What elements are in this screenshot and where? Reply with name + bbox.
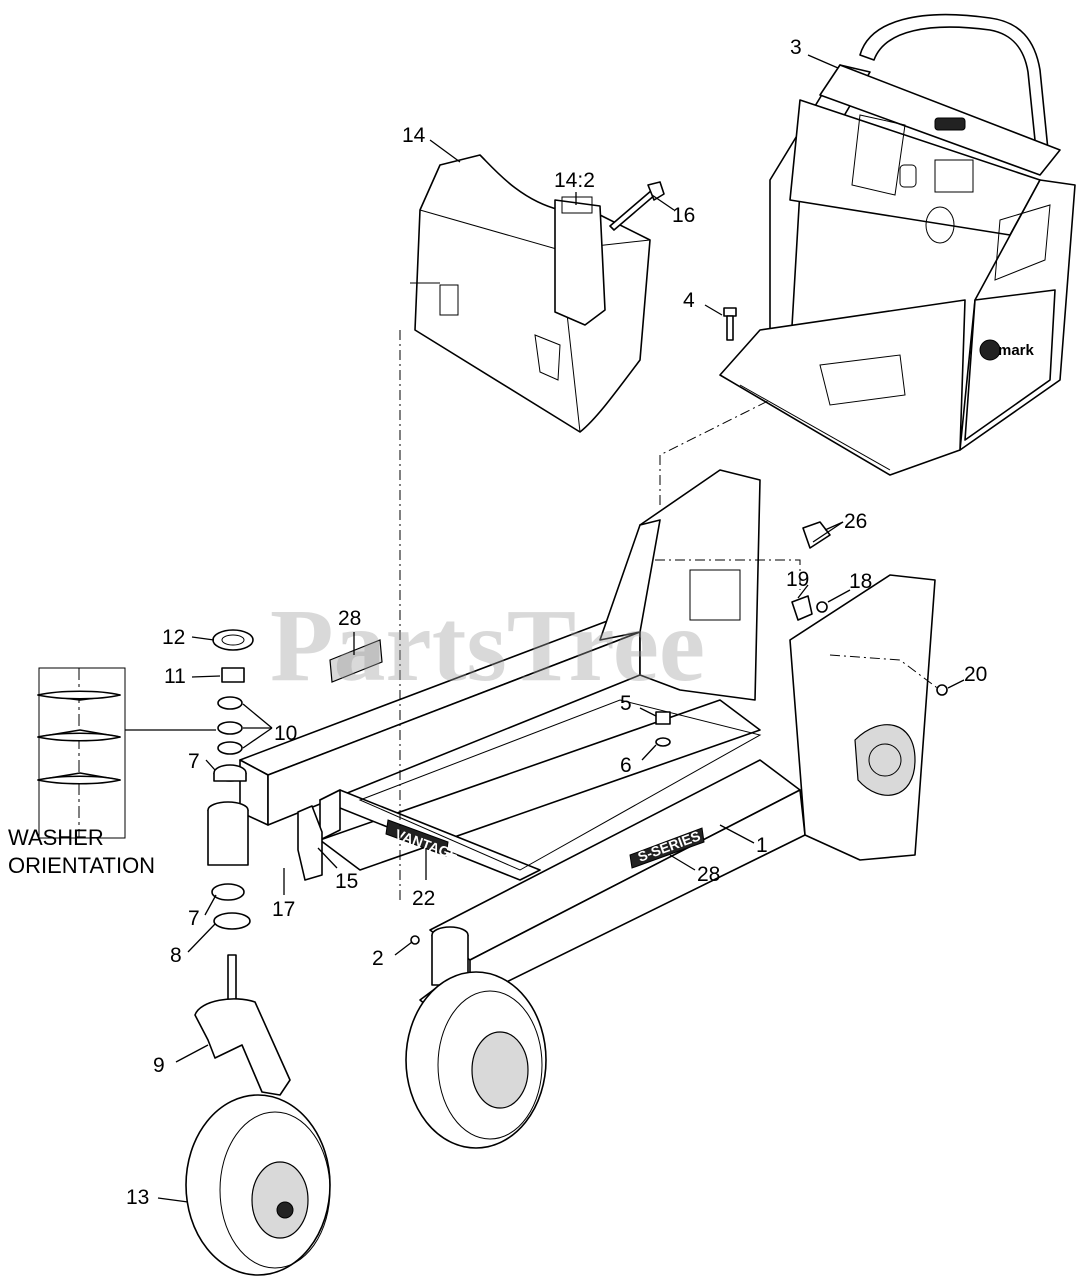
callout-17: 17: [272, 898, 295, 921]
callout-13: 13: [126, 1186, 149, 1209]
callout-12: 12: [162, 626, 185, 649]
assembly-lines: [399, 330, 941, 900]
washer-6: [655, 737, 671, 747]
callout-7-lower: 7: [188, 907, 200, 930]
bracket-26: [802, 521, 831, 549]
callout-28-top: 28: [338, 607, 361, 630]
washer-orientation-line1: WASHER: [8, 825, 104, 850]
callout-18: 18: [849, 570, 872, 593]
callout-26: 26: [844, 510, 867, 533]
callout-28-bottom: 28: [697, 863, 720, 886]
callout-15: 15: [335, 870, 358, 893]
callout-14: 14: [402, 124, 426, 147]
front-caster-wheel: [405, 971, 547, 1149]
callout-4: 4: [683, 289, 695, 312]
washer-orientation-inset: WASHER ORIENTATION: [8, 667, 155, 878]
clamp-18-19: [791, 595, 828, 621]
callout-1: 1: [756, 834, 768, 857]
brand-decal: mark: [998, 342, 1035, 359]
callout-2: 2: [372, 947, 384, 970]
callout-6: 6: [620, 754, 632, 777]
control-tower: mark: [719, 13, 1076, 476]
callout-19: 19: [786, 568, 809, 591]
callout-10: 10: [274, 722, 297, 745]
side-cover: [410, 154, 651, 433]
washer-orientation-line2: ORIENTATION: [8, 853, 155, 878]
callout-9: 9: [153, 1054, 165, 1077]
bolt-4: [723, 307, 737, 341]
leader-lines: [125, 54, 965, 1203]
callout-16: 16: [672, 204, 695, 227]
watermark: PartsTree: [270, 588, 705, 703]
decal-28: [329, 639, 383, 683]
spacer-5: [655, 711, 671, 725]
callout-11: 11: [164, 665, 186, 688]
nut-20: [936, 684, 948, 696]
callout-20: 20: [964, 663, 987, 686]
callout-3: 3: [790, 36, 802, 59]
callout-5: 5: [620, 692, 632, 715]
bolt-16: [609, 181, 665, 231]
callouts: 3 14 14:2 16 4 26 19 18 20 5 6 28 12 11 …: [126, 36, 987, 1209]
callout-22: 22: [412, 887, 435, 910]
main-frame: VANTAGE S-SERIES: [239, 469, 936, 1001]
callout-7-upper: 7: [188, 750, 200, 773]
caster-assembly: [185, 629, 331, 1276]
callout-8: 8: [170, 944, 182, 967]
callout-14-2: 14:2: [554, 169, 595, 192]
